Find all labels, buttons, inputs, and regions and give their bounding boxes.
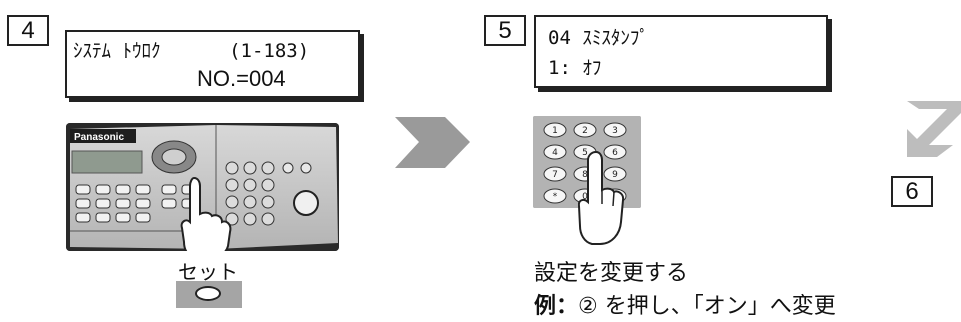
key-star: * [553,192,558,202]
key-2: 2 [582,126,588,136]
continue-arrow-icon [907,101,961,157]
instruction-text: 設定を変更する [534,261,689,286]
lcd-line-1: 04 ｽﾐｽﾀﾝﾌﾟ [548,27,649,49]
set-button[interactable] [176,281,242,308]
key-1: 1 [552,126,558,136]
key-4: 4 [552,148,558,158]
set-button-oval-icon [195,286,221,301]
example-text: ② を押し、「オン」へ変更 [578,294,836,319]
key-5: 5 [582,148,588,158]
lcd-display-step5: 04 ｽﾐｽﾀﾝﾌﾟ 1: ｵﾌ [534,15,828,88]
lcd-line-2: 1: ｵﾌ [548,57,602,79]
pointing-hand-icon [578,150,625,245]
lcd-line-1: ｼｽﾃﾑ ﾄｳﾛｸ (1-183) [73,40,310,62]
control-panel-image: Panasonic [66,123,339,251]
key-0: 0 [582,192,588,202]
key-6: 6 [612,148,618,158]
next-step-arrow-icon [395,117,470,168]
key-8: 8 [582,170,588,180]
key-3: 3 [612,126,618,136]
lcd-display-step4: ｼｽﾃﾑ ﾄｳﾛｸ (1-183) NO.=004 [65,30,360,98]
lcd-line-2: NO.=004 [197,66,286,91]
key-9: 9 [612,170,618,180]
set-button-label: セット [178,260,238,284]
step-number-6: 6 [891,176,933,207]
key-7: 7 [552,170,558,180]
step-number-5: 5 [484,15,526,46]
example-instruction: 例：② を押し、「オン」へ変更 [534,288,836,320]
brand-logo: Panasonic [74,132,124,143]
example-label: 例： [534,294,579,319]
step-number-4: 4 [7,15,49,46]
